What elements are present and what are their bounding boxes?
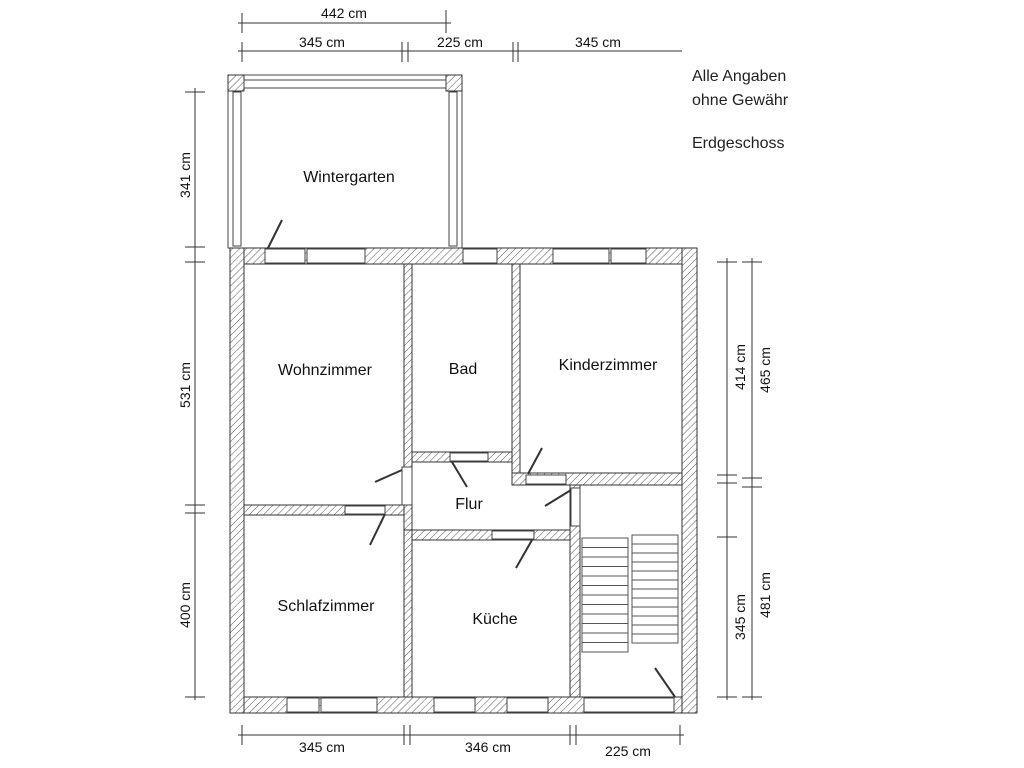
room-label-schlafzimmer: Schlafzimmer (278, 598, 376, 615)
room-label-wintergarten: Wintergarten (303, 169, 395, 186)
stair-step (631, 615, 679, 626)
dim-right-outer-2: 481 cm (757, 572, 773, 618)
stair-step (631, 597, 679, 608)
dim-bottom-1: 345 cm (299, 739, 345, 755)
dim-right-inner-1: 414 cm (732, 344, 748, 390)
stair-step (581, 594, 629, 605)
stair-step (581, 556, 629, 567)
stair-step (581, 632, 629, 643)
stair-step (581, 566, 629, 577)
dim-right-inner-2: 345 cm (732, 594, 748, 640)
staircase (581, 534, 679, 653)
doors (267, 219, 676, 698)
room-label-kueche: Küche (472, 611, 517, 628)
floor-label: Erdgeschoss (692, 135, 785, 152)
stair-step (581, 537, 629, 548)
dim-left-2: 531 cm (177, 362, 193, 408)
room-label-flur: Flur (455, 496, 483, 513)
stair-step (581, 575, 629, 586)
stair-step (631, 561, 679, 572)
room-label-wohnzimmer: Wohnzimmer (278, 362, 373, 379)
stair-step (631, 570, 679, 581)
dimension-lines (185, 10, 762, 745)
stair-step (631, 543, 679, 554)
wintergarten-frame (227, 74, 463, 249)
stair-step (631, 534, 679, 545)
stair-step (581, 585, 629, 596)
dim-top-total: 442 cm (321, 5, 367, 21)
dim-top-3: 345 cm (575, 34, 621, 50)
room-label-bad: Bad (449, 361, 477, 378)
dim-left-1: 341 cm (177, 152, 193, 198)
stair-step (631, 624, 679, 635)
stair-step (581, 604, 629, 615)
dim-top-2: 225 cm (437, 34, 483, 50)
dim-left-3: 400 cm (177, 582, 193, 628)
stair-step (631, 588, 679, 599)
dim-right-outer-1: 465 cm (757, 347, 773, 393)
stair-step (581, 642, 629, 653)
stair-step (631, 633, 679, 644)
stair-step (631, 579, 679, 590)
dim-top-1: 345 cm (299, 34, 345, 50)
stair-step (581, 623, 629, 634)
stair-step (631, 606, 679, 617)
dim-bottom-2: 346 cm (465, 739, 511, 755)
disclaimer-line-1: Alle Angaben (692, 68, 786, 85)
windows (264, 248, 675, 713)
walls (229, 247, 698, 714)
room-label-kinderzimmer: Kinderzimmer (559, 357, 658, 374)
stair-step (581, 547, 629, 558)
dim-bottom-3: 225 cm (605, 743, 651, 759)
stair-step (581, 613, 629, 624)
stair-step (631, 552, 679, 563)
disclaimer-line-2: ohne Gewähr (692, 92, 789, 109)
